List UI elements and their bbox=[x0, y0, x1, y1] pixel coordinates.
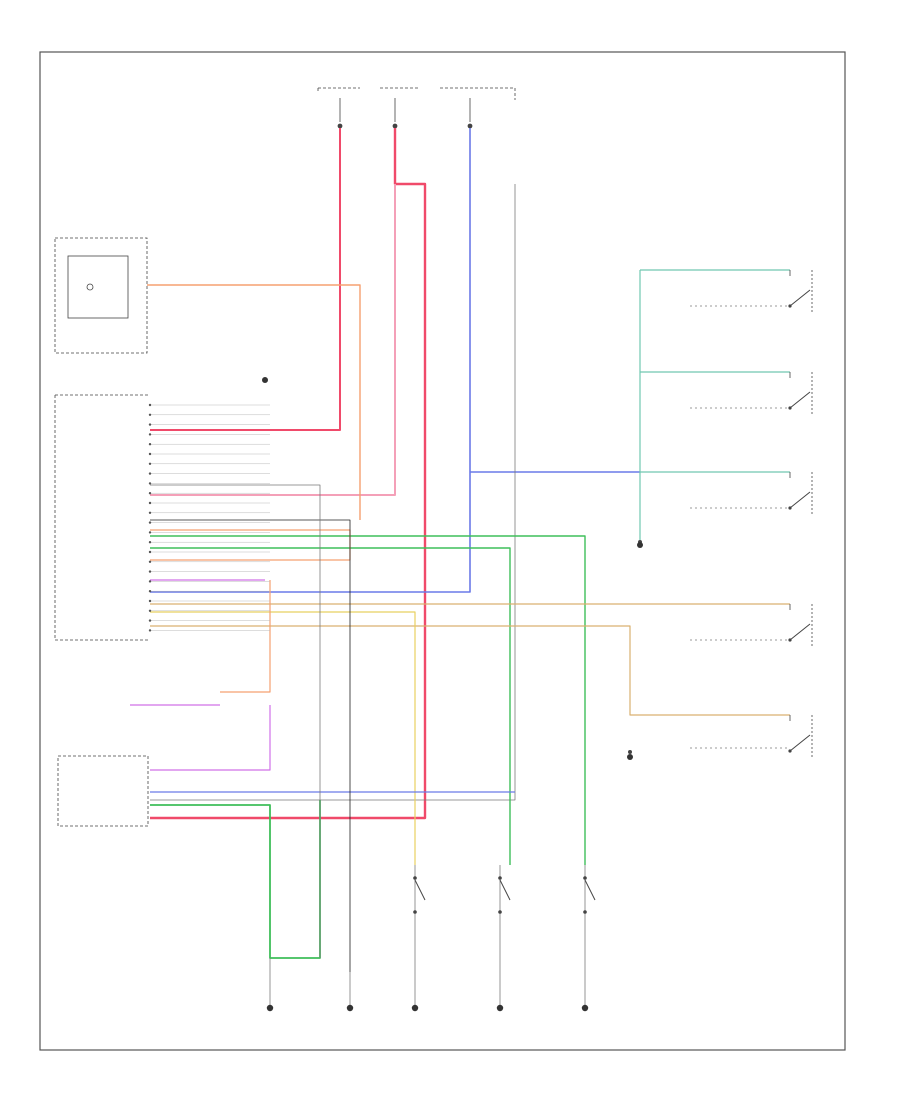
bcm-pin bbox=[148, 403, 152, 407]
ground-dot bbox=[496, 1004, 504, 1012]
ground-dot bbox=[346, 1004, 354, 1012]
wire-tan bbox=[150, 625, 790, 716]
switch-terminal bbox=[788, 406, 792, 410]
body-control-module-box bbox=[54, 394, 148, 641]
ground-dot bbox=[262, 377, 268, 383]
switch-terminal bbox=[583, 910, 587, 914]
wire-layer bbox=[130, 128, 790, 1005]
switch-contact bbox=[789, 734, 811, 752]
switch-terminal bbox=[413, 876, 417, 880]
ground-dot bbox=[627, 754, 633, 760]
switch-terminal bbox=[788, 749, 792, 753]
bcm-pin bbox=[148, 521, 152, 524]
wire-green bbox=[150, 800, 321, 959]
switch-contact bbox=[789, 491, 811, 509]
bcm-pin bbox=[148, 590, 152, 593]
bcm-pin bbox=[148, 433, 152, 436]
switch-contact bbox=[414, 879, 426, 901]
wire-green bbox=[150, 535, 586, 865]
wire-green bbox=[150, 547, 511, 865]
switch-contact bbox=[789, 289, 811, 307]
switch-layer bbox=[413, 270, 813, 914]
bcm-pin bbox=[148, 482, 152, 485]
ground-dot bbox=[581, 1004, 589, 1012]
ground-symbol bbox=[581, 1004, 589, 1012]
bcm-pin bbox=[148, 511, 152, 514]
bcm-pin-layer bbox=[148, 403, 270, 632]
bcm-pin bbox=[148, 531, 152, 534]
bcm-pin bbox=[148, 580, 152, 583]
bottom-switch bbox=[413, 876, 426, 914]
switch-terminal bbox=[788, 638, 792, 642]
bottom-switch bbox=[583, 876, 596, 914]
wire-gray bbox=[150, 484, 321, 958]
bcm-pin bbox=[148, 541, 152, 544]
ground-dot bbox=[411, 1004, 419, 1012]
bcm-pin bbox=[148, 452, 152, 456]
switch-terminal bbox=[498, 876, 502, 880]
switch-terminal bbox=[788, 304, 792, 308]
wire-red bbox=[150, 128, 427, 820]
bcm-pin bbox=[148, 492, 152, 495]
switch-terminal bbox=[788, 506, 792, 510]
door-switch bbox=[788, 604, 813, 648]
bcm-pin bbox=[148, 443, 152, 446]
bcm-pin bbox=[148, 423, 152, 426]
bcm-pin bbox=[148, 501, 152, 505]
switch-contact bbox=[789, 391, 811, 409]
bcm-pin bbox=[148, 609, 152, 612]
bcm-pin bbox=[148, 472, 152, 475]
wire-red bbox=[150, 128, 341, 431]
wire-pink bbox=[150, 184, 396, 496]
ground-symbol bbox=[411, 1004, 419, 1012]
door-switch bbox=[788, 472, 813, 516]
wire-violet bbox=[150, 705, 271, 771]
bcm-pin bbox=[148, 462, 152, 465]
wire-blue bbox=[150, 128, 471, 593]
switch-terminal bbox=[413, 910, 417, 914]
ground-dot bbox=[637, 542, 643, 548]
door-switch bbox=[788, 270, 813, 314]
ground-layer bbox=[262, 377, 643, 1012]
power-distribution-block bbox=[317, 87, 516, 129]
ground-symbol bbox=[346, 1004, 354, 1012]
instrument-cluster-box bbox=[54, 237, 148, 354]
bcm-pin bbox=[148, 560, 152, 563]
bcm-pin bbox=[148, 550, 152, 554]
switch-terminal bbox=[583, 876, 587, 880]
wire-black bbox=[150, 519, 351, 972]
switch-terminal bbox=[498, 910, 502, 914]
door-switch bbox=[788, 372, 813, 416]
wire-orange bbox=[147, 284, 361, 520]
bottom-switch bbox=[498, 876, 511, 914]
bcm-pin bbox=[148, 629, 152, 632]
ground-symbol bbox=[266, 1004, 274, 1012]
bcm-pin bbox=[148, 570, 152, 573]
ground-symbol bbox=[496, 1004, 504, 1012]
ground-dot bbox=[266, 1004, 274, 1012]
front-junction-box bbox=[57, 755, 149, 827]
switch-contact bbox=[789, 623, 811, 641]
door-switch bbox=[788, 715, 813, 759]
bcm-pin bbox=[148, 619, 152, 622]
bcm-pin bbox=[148, 599, 152, 603]
bcm-pin bbox=[148, 413, 152, 416]
switch-contact bbox=[499, 879, 511, 901]
wire-orange bbox=[220, 580, 271, 693]
wire-yellow bbox=[150, 611, 416, 865]
wire-gray bbox=[150, 184, 516, 801]
splice-dot bbox=[628, 750, 632, 754]
diagram-frame bbox=[39, 51, 846, 1051]
switch-contact bbox=[584, 879, 596, 901]
